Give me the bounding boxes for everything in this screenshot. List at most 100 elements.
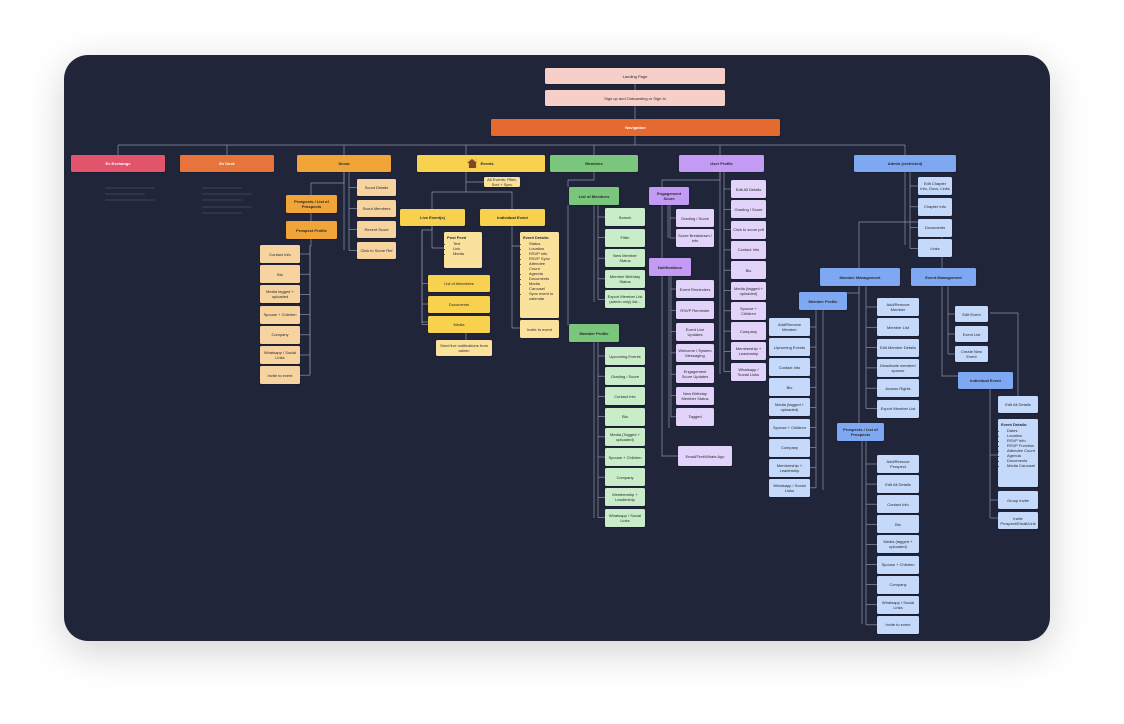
- members-profile-item-5[interactable]: Spouse + Children: [605, 448, 645, 466]
- members-list-item-4[interactable]: Export Member List (admin only) list...: [605, 290, 645, 309]
- profile-email[interactable]: Email/Text/Whats App: [678, 446, 732, 466]
- landing-page-node[interactable]: Landing Page: [545, 68, 725, 84]
- profile-engagement-item-0[interactable]: Grading / Score: [676, 209, 714, 227]
- scout-field-5[interactable]: Whatsapp / Social Links: [260, 346, 300, 364]
- events-all[interactable]: All Events: Filter, Sort + Sync: [484, 177, 520, 187]
- admin-top-item-0[interactable]: Edit Chapter Info, Docs, Links: [918, 177, 952, 195]
- members-profile[interactable]: Member Profile: [569, 324, 619, 342]
- profile-notification-item-6[interactable]: Tagged: [676, 407, 714, 426]
- profile-item-1[interactable]: Grading / Score: [731, 200, 766, 219]
- profile-item-9[interactable]: Whatsapp / Social Links: [731, 362, 766, 381]
- navigation-node[interactable]: Navigation: [491, 119, 780, 136]
- scout-field-0[interactable]: Contact Info: [260, 245, 300, 263]
- members-profile-item-1[interactable]: Grading / Score: [605, 367, 645, 386]
- members-profile-item-6[interactable]: Company: [605, 468, 645, 487]
- scout-prospects[interactable]: Prospects / List of Prospects: [286, 195, 337, 213]
- admin-prospect-item-5[interactable]: Spouse + Children: [877, 555, 919, 574]
- admin-prospect-item-4[interactable]: Media (tagged + uploaded): [877, 535, 919, 554]
- scout-field-1[interactable]: Bio: [260, 265, 300, 284]
- members-list-item-3[interactable]: Member Birthday Status: [605, 269, 645, 288]
- scout-field-6[interactable]: Invite to event: [260, 366, 300, 385]
- scout-prospect-profile[interactable]: Prospect Profile: [286, 221, 337, 239]
- nav-profile[interactable]: User Profile: [679, 155, 764, 172]
- admin-prospect-item-1[interactable]: Edit All Details: [877, 475, 919, 494]
- nav-members[interactable]: Members: [550, 155, 638, 172]
- admin-prospect-item-2[interactable]: Contact Info: [877, 495, 919, 514]
- nav-scout[interactable]: Scout: [297, 155, 391, 172]
- admin-event-item-1[interactable]: Event List: [955, 326, 988, 342]
- nav-admin[interactable]: Admin (restricted): [854, 155, 956, 172]
- admin-member-profile-item-2[interactable]: Contact Info: [769, 358, 810, 377]
- nav-exchange[interactable]: Ex Exchange: [71, 155, 165, 172]
- members-list[interactable]: List of Members: [569, 187, 619, 205]
- profile-engagement-item-1[interactable]: Score Breakdown / info: [676, 229, 714, 247]
- events-individual[interactable]: Individual Event: [480, 209, 545, 226]
- admin-member-mgmt-item-5[interactable]: Export Member List: [877, 399, 919, 418]
- admin-edit-all[interactable]: Edit All Details: [998, 396, 1038, 413]
- members-profile-item-7[interactable]: Membership + Leadership: [605, 488, 645, 507]
- admin-event-details[interactable]: Event Details:DatesLocationRSVP InfoRSVP…: [998, 419, 1038, 487]
- admin-top-item-1[interactable]: Chapter Info: [918, 197, 952, 216]
- members-profile-item-2[interactable]: Contact Info: [605, 387, 645, 406]
- admin-member-profile-item-0[interactable]: Add/Remove Member: [769, 318, 810, 336]
- profile-notification-item-4[interactable]: Engagement Score Updates: [676, 365, 714, 384]
- events-live-item-2[interactable]: Media: [428, 316, 490, 333]
- admin-member-profile-item-1[interactable]: Upcoming Events: [769, 338, 810, 357]
- members-profile-item-8[interactable]: Whatsapp / Social Links: [605, 508, 645, 527]
- admin-member-profile-item-8[interactable]: Whatsapp / Social Links: [769, 478, 810, 497]
- admin-member-profile[interactable]: Member Profile: [799, 292, 847, 310]
- admin-group-invite[interactable]: Group Invite: [998, 491, 1038, 509]
- admin-prospect-item-3[interactable]: Bio: [877, 515, 919, 534]
- admin-event-item-2[interactable]: Create New Event: [955, 346, 988, 362]
- profile-item-3[interactable]: Contact Info: [731, 240, 766, 259]
- nav-deck[interactable]: Ex Deck: [180, 155, 274, 172]
- profile-notification-item-5[interactable]: New Birthday Member Status: [676, 386, 714, 405]
- events-live[interactable]: Live Event(s): [400, 209, 465, 226]
- profile-engagement[interactable]: Engagement Score: [649, 187, 689, 205]
- scout-item-0[interactable]: Scout Details: [357, 179, 396, 196]
- admin-member-profile-item-6[interactable]: Company: [769, 438, 810, 457]
- admin-event-item-0[interactable]: Edit Event: [955, 306, 988, 322]
- admin-member-profile-item-4[interactable]: Media (tagged + uploaded): [769, 398, 810, 417]
- profile-item-4[interactable]: Bio: [731, 261, 766, 280]
- events-post-feed[interactable]: Post FeedTextLinkMedia: [444, 232, 482, 268]
- admin-prospect-item-8[interactable]: Invite to event: [877, 615, 919, 634]
- events-event-details[interactable]: Event Details:StatusLocationRSVP infoRSV…: [520, 232, 559, 318]
- admin-prospect-item-0[interactable]: Add/Remove Prospect: [877, 455, 919, 473]
- scout-field-3[interactable]: Spouse + Children: [260, 305, 300, 324]
- signup-node[interactable]: Sign up and Onboarding or Sign In: [545, 90, 725, 106]
- admin-invite[interactable]: Invite Prospect/Email/Link: [998, 512, 1038, 529]
- admin-member-mgmt-item-0[interactable]: Add/Remove Member: [877, 298, 919, 316]
- nav-events[interactable]: Events: [417, 155, 545, 172]
- admin-member-management[interactable]: Member Management: [820, 268, 900, 286]
- admin-member-profile-item-5[interactable]: Spouse + Children: [769, 418, 810, 437]
- admin-member-mgmt-item-1[interactable]: Member List: [877, 318, 919, 337]
- scout-item-1[interactable]: Scout Members: [357, 200, 396, 217]
- profile-item-2[interactable]: Click to score pdf: [731, 220, 766, 239]
- admin-individual-event[interactable]: Individual Event: [958, 372, 1013, 389]
- scout-item-3[interactable]: Click to Score Ref: [357, 242, 396, 259]
- members-profile-item-0[interactable]: Upcoming Events: [605, 347, 645, 365]
- events-live-item-1[interactable]: Documents: [428, 295, 490, 313]
- members-list-item-0[interactable]: Search: [605, 208, 645, 226]
- members-profile-item-3[interactable]: Bio: [605, 407, 645, 426]
- admin-member-mgmt-item-3[interactable]: Deactivate member/ spouse: [877, 358, 919, 377]
- admin-prospects[interactable]: Prospects / List of Prospects: [837, 423, 884, 441]
- members-list-item-1[interactable]: Filter: [605, 228, 645, 247]
- admin-event-management[interactable]: Event Management: [911, 268, 976, 286]
- profile-notification-item-2[interactable]: Event Live Updates: [676, 322, 714, 341]
- profile-item-7[interactable]: Company: [731, 322, 766, 341]
- admin-prospect-item-7[interactable]: Whatsapp / Social Links: [877, 595, 919, 614]
- profile-notification-item-1[interactable]: RSVP Reminder: [676, 301, 714, 320]
- admin-member-profile-item-7[interactable]: Membership + Leadership: [769, 458, 810, 477]
- profile-notification-item-3[interactable]: Welcome / System Messaging: [676, 343, 714, 362]
- scout-field-2[interactable]: Media tagged + uploaded: [260, 285, 300, 304]
- admin-member-mgmt-item-4[interactable]: Access Rights: [877, 379, 919, 398]
- profile-item-0[interactable]: Edit All Details: [731, 180, 766, 198]
- events-live-item-0[interactable]: List of Attendees: [428, 275, 490, 292]
- admin-prospect-item-6[interactable]: Company: [877, 575, 919, 594]
- admin-member-mgmt-item-2[interactable]: Edit Member Details: [877, 338, 919, 357]
- profile-notification-item-0[interactable]: Event Reminders: [676, 280, 714, 298]
- members-profile-item-4[interactable]: Media (Tagged + uploaded): [605, 427, 645, 446]
- profile-item-5[interactable]: Media (tagged + uploaded): [731, 281, 766, 300]
